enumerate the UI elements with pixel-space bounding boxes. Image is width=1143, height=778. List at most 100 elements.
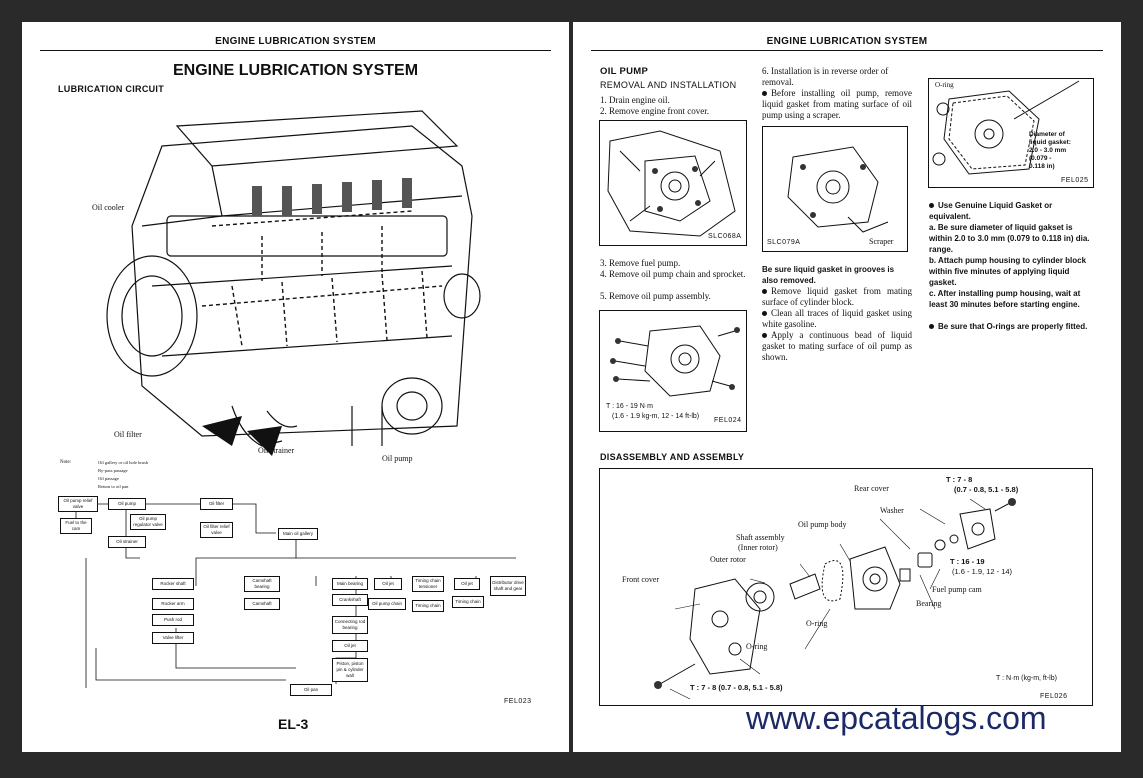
flow-box-rocker-arm: Rocker arm [152,598,194,610]
bullet-before-installing-text: Before installing oil pump, remove liqui… [762,88,912,120]
note-orings: Be sure that O-rings are properly fitted… [929,321,1093,332]
bullet-apply-bead-text: Apply a continuous bead of liquid gasket… [762,330,912,362]
fig5-torque-top: T : 7 - 8 [946,475,973,484]
figure-fel024: T : 16 - 19 N·m (1.6 - 1.9 kg-m, 12 - 14… [599,310,747,432]
bullet-clean-text: Clean all traces of liquid gasket using … [762,308,912,329]
oil-pump-label: Oil pump [382,454,413,463]
fig-code-slc079a: SLC079A [767,239,801,246]
note-orings-text: Be sure that O-rings are properly fitted… [938,322,1088,331]
flow-box-oil-filter: Oil filter [200,498,233,510]
bullet-dot [762,91,767,97]
flow-box-filter-relief: Oil filter relief valve [200,522,233,538]
bullet-dot [929,203,934,209]
front-cover-removal-drawing [607,130,736,237]
flow-box-valve-lifter: Valve lifter [152,632,194,644]
flow-box-piston: Piston, piston pin & cylinder wall [332,658,368,682]
oil-pump-exploded-view [654,498,1016,700]
washer-label: Washer [880,506,904,515]
fig-code-fel026: FEL026 [1040,693,1068,700]
flow-box-relief: Oil pump relief valve [58,496,98,512]
o-ring-label-2: O-ring [746,642,768,651]
flow-box-push-rod: Push rod [152,614,194,626]
step-5: 5. Remove oil pump assembly. [600,291,711,301]
flow-box-oil-pump: Oil pump [108,498,146,510]
right-running-header: ENGINE LUBRICATION SYSTEM [766,36,928,47]
diameter-line-4: (0.079 - [1029,155,1052,162]
bullet-dot [762,311,767,317]
flow-box-camshaft-bearing: Camshaft bearing [244,576,280,592]
flow-box-oil-pump-chain: Oil pump chain [368,598,406,610]
step-4: 4. Remove oil pump chain and sprocket. [600,269,746,279]
lubrication-circuit-heading: LUBRICATION CIRCUIT [58,84,165,94]
fig-code-fel024: FEL024 [714,417,742,424]
o-ring-label-1: O-ring [806,619,828,628]
engine-cutaway-illustration [106,110,481,456]
step-2: 2. Remove engine front cover. [600,106,709,116]
flow-box-tensioner: Timing chain tensioner [412,576,444,592]
flow-box-distributor: Distributor drive shaft and gear [490,576,526,596]
bullet-before-installing: Before installing oil pump, remove liqui… [762,88,912,121]
rear-cover-label: Rear cover [854,484,889,493]
step-1: 1. Drain engine oil. [600,95,670,105]
oil-strainer-label: Oil strainer [258,446,295,455]
flow-box-oil-pan: Oil pan [290,684,332,696]
oil-cooler-label: Oil cooler [92,203,125,212]
bearing-label: Bearing [916,599,942,608]
diameter-line-1: Diameter of [1029,131,1065,138]
flow-box-fuel: Fuel to the cam [60,518,92,534]
fig4-diameter-label: Diameter of liquid gasket: 2.0 - 3.0 mm … [1029,131,1071,171]
figure-slc068a: SLC068A [599,120,747,246]
bullet-remove-gasket-text: Remove liquid gasket from mating surface… [762,286,912,307]
flow-legend-4: Return to oil pan [98,484,129,489]
fig5-torque-bottom: T : 7 - 8 (0.7 - 0.8, 5.1 - 5.8) [690,683,783,692]
diameter-line-2: liquid gasket: [1029,139,1071,146]
flow-legend-3: Oil passage [98,476,119,481]
front-cover-label: Front cover [622,575,660,584]
figure-slc079a: SLC079A Scraper [762,126,908,252]
scraper-drawing [787,146,889,233]
note-a: a. Be sure diameter of liquid gakset is … [929,223,1090,254]
bullet-dot [762,333,767,339]
flow-box-main-bearing: Main bearing [332,578,368,590]
left-page: ENGINE LUBRICATION SYSTEM ENGINE LUBRICA… [22,22,569,752]
lubrication-flow-chart: Note: Oil gallery or oil hole brush By-p… [56,458,536,696]
liquid-gasket-bead-drawing [932,80,1080,175]
diameter-line-5: 0.118 in) [1029,163,1055,170]
disassembly-heading: DISASSEMBLY AND ASSEMBLY [600,452,745,462]
step-3: 3. Remove fuel pump. [600,258,681,268]
bullet-clean: Clean all traces of liquid gasket using … [762,308,912,330]
flow-box-timing-chain-1: Timing chain [412,600,444,612]
fig5-torque-top-detail: (0.7 - 0.8, 5.1 - 5.8) [954,485,1019,494]
flow-box-camshaft: Camshaft [244,598,280,610]
fig5-torque-mid: T : 16 - 19 [950,557,985,566]
note-genuine-gasket: Use Genuine Liquid Gasket or equivalent. [929,200,1093,222]
bullet-dot [929,324,934,330]
right-header-rule [591,50,1103,51]
right-page: ENGINE LUBRICATION SYSTEM OIL PUMP REMOV… [573,22,1121,752]
fig-code-fel023: FEL023 [504,698,532,705]
note-b: b. Attach pump housing to cylinder block… [929,256,1087,287]
fig5-units: T : N·m (kg-m, ft-lb) [996,675,1057,682]
flow-box-regulator: Oil pump regulator valve [130,514,166,530]
fig5-torque-mid-detail: (1.6 - 1.9, 12 - 14) [952,567,1013,576]
flow-box-conrod-bearing: Connecting rod bearing [332,616,368,634]
flow-box-timing-chain-2: Timing chain [452,596,484,608]
fig2-torque: T : 16 - 19 N·m [606,403,653,410]
flow-connector-lines [75,503,516,688]
oil-pump-assembly-drawing [610,325,740,397]
bullet-dot [762,289,767,295]
bullet-apply-bead: Apply a continuous bead of liquid gasket… [762,330,912,363]
flow-note: Note: [60,460,72,465]
outer-rotor-label: Outer rotor [710,555,746,564]
flow-box-crankshaft: Crankshaft [332,594,368,606]
flow-box-oil-jet-3: Oil jet [332,640,368,652]
fuel-pump-cam-label: Fuel pump cam [932,585,982,594]
fig-code-slc068a: SLC068A [708,233,742,240]
oil-pump-body-label: Oil pump body [798,520,847,529]
flow-box-main-gallery: Main oil gallery [278,528,318,540]
oil-filter-label: Oil filter [114,430,142,439]
flow-legend-1: Oil gallery or oil hole brush [98,460,149,465]
flow-box-oil-strainer: Oil strainer [108,536,146,548]
left-running-header: ENGINE LUBRICATION SYSTEM [215,36,376,47]
figure-fel025: O-ring Diameter of liquid gasket: 2.0 - … [928,78,1094,188]
